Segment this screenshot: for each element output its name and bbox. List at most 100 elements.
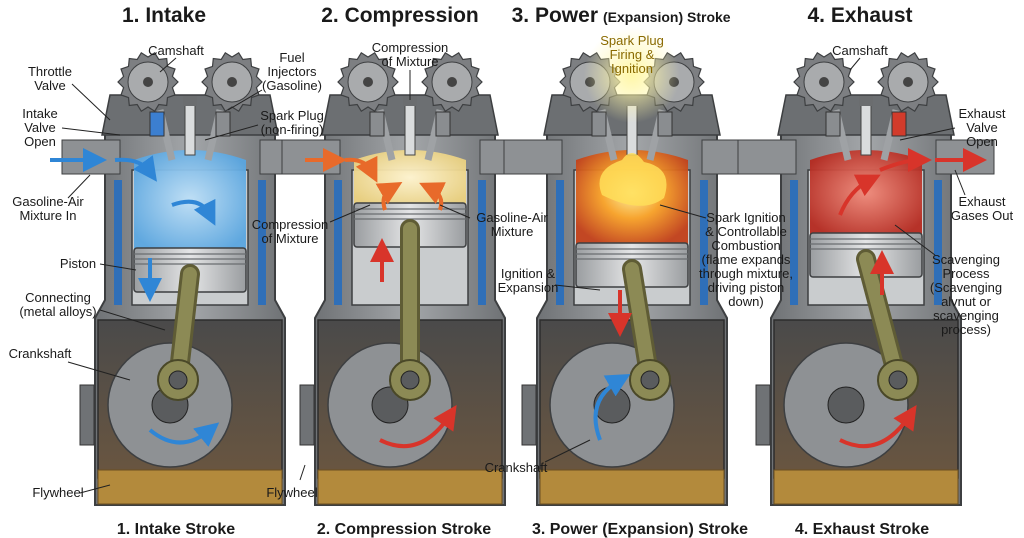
label-line: Combustion bbox=[711, 238, 780, 253]
coolant-jacket bbox=[790, 180, 798, 305]
flywheel bbox=[755, 384, 771, 446]
label-line: Flywheel bbox=[266, 485, 317, 500]
leader-line bbox=[894, 224, 936, 256]
leader-line bbox=[79, 484, 111, 494]
label-line: Spark Plug bbox=[260, 108, 324, 123]
flywheel bbox=[299, 384, 315, 446]
compression-flow-arrow bbox=[344, 155, 378, 183]
leader-line bbox=[227, 89, 263, 111]
camshaft-gear-exhaust bbox=[201, 51, 263, 113]
compression-flow-arrow bbox=[375, 181, 403, 211]
spark-plug-cap bbox=[183, 96, 197, 106]
label-line: Firing & bbox=[610, 47, 655, 62]
caption-intake: 1. Intake Stroke bbox=[117, 521, 235, 538]
exhaust-valve-spring bbox=[891, 111, 907, 137]
crank-pin bbox=[888, 370, 908, 390]
label-connecting: Connecting(metal alloys) bbox=[19, 290, 96, 319]
label-line: Intake bbox=[22, 106, 57, 121]
intake-flow-arrow bbox=[171, 198, 216, 226]
label-camshaft-1: Camshaft bbox=[148, 43, 204, 58]
caption-power: 3. Power (Expansion) Stroke bbox=[532, 521, 748, 538]
intake-port bbox=[503, 139, 563, 175]
label-line: Fuel bbox=[279, 50, 304, 65]
label-line: Open bbox=[966, 134, 998, 149]
leader-line bbox=[659, 204, 707, 219]
leader-line bbox=[299, 464, 306, 481]
caption-exhaust: 4. Exhaust Stroke bbox=[795, 521, 929, 538]
intake-flow-arrow bbox=[114, 155, 157, 182]
oil-sump bbox=[317, 469, 503, 505]
label-line: Injectors bbox=[267, 64, 317, 79]
camshaft-gear-exhaust bbox=[421, 51, 483, 113]
label-crankshaft-1: Crankshaft bbox=[9, 346, 72, 361]
leader-line bbox=[554, 284, 601, 291]
intake-port bbox=[281, 139, 341, 175]
label-line: Gasoline-Air bbox=[12, 194, 84, 209]
leader-line bbox=[329, 204, 371, 223]
label-line: Spark Plug bbox=[600, 33, 664, 48]
label-line: Connecting bbox=[25, 290, 91, 305]
exhaust-flow-arrow bbox=[838, 174, 881, 216]
label-line: Gases Out bbox=[951, 208, 1014, 223]
label-line: Ignition bbox=[611, 61, 653, 76]
chamber-gas bbox=[354, 150, 466, 205]
title-power-extra: (Expansion) Stroke bbox=[603, 9, 731, 25]
leader-line bbox=[159, 57, 177, 73]
crank-pin bbox=[640, 370, 660, 390]
label-flywheel-1: Flywheel bbox=[32, 485, 83, 500]
coolant-jacket bbox=[334, 180, 342, 305]
label-line: of Mixture bbox=[261, 231, 318, 246]
label-piston: Piston bbox=[60, 256, 96, 271]
label-line: Flywheel bbox=[32, 485, 83, 500]
title-compression: 2. Compression bbox=[321, 4, 479, 27]
oil-sump bbox=[539, 469, 725, 505]
label-ignition-expansion: Ignition &Expansion bbox=[498, 266, 559, 295]
label-line: Camshaft bbox=[832, 43, 888, 58]
spark-glow bbox=[584, 27, 680, 123]
crank-rotation-arrow bbox=[148, 422, 220, 447]
camshaft-gear-intake bbox=[337, 51, 399, 113]
spark-plug-cap bbox=[859, 96, 873, 106]
flame-core bbox=[599, 152, 667, 206]
leader-line bbox=[439, 204, 471, 219]
spark-plug bbox=[404, 99, 416, 156]
leader-line bbox=[99, 309, 166, 331]
label-line: Gasoline-Air bbox=[476, 210, 548, 225]
engine-exhaust bbox=[737, 51, 995, 506]
label-line: Piston bbox=[60, 256, 96, 271]
label-line: (non-firing) bbox=[261, 122, 324, 137]
label-line: driving piston bbox=[708, 280, 785, 295]
engine-compression bbox=[281, 51, 539, 506]
label-line: Expansion bbox=[498, 280, 559, 295]
label-line: Throttle bbox=[28, 64, 72, 79]
label-line: process) bbox=[941, 322, 991, 337]
coolant-jacket bbox=[258, 180, 266, 305]
label-line: Valve bbox=[24, 120, 56, 135]
label-line: Open bbox=[24, 134, 56, 149]
label-line: alvnut or bbox=[941, 294, 992, 309]
label-line: Spark Ignition bbox=[706, 210, 786, 225]
engine-power bbox=[503, 27, 761, 506]
coolant-jacket bbox=[700, 180, 708, 305]
intake-valve-spring bbox=[591, 111, 607, 137]
intake-port bbox=[61, 139, 121, 175]
exhaust-valve-spring bbox=[435, 111, 451, 137]
spark-plug bbox=[860, 99, 872, 156]
label-line: Mixture In bbox=[19, 208, 76, 223]
oil-sump bbox=[97, 469, 283, 505]
leader-line bbox=[544, 439, 591, 463]
leader-line bbox=[67, 361, 131, 381]
intake-valve-spring bbox=[369, 111, 385, 137]
label-line: Camshaft bbox=[148, 43, 204, 58]
camshaft-gear-intake bbox=[117, 51, 179, 113]
leader-line bbox=[61, 127, 121, 136]
crankshaft-journal bbox=[827, 386, 865, 424]
